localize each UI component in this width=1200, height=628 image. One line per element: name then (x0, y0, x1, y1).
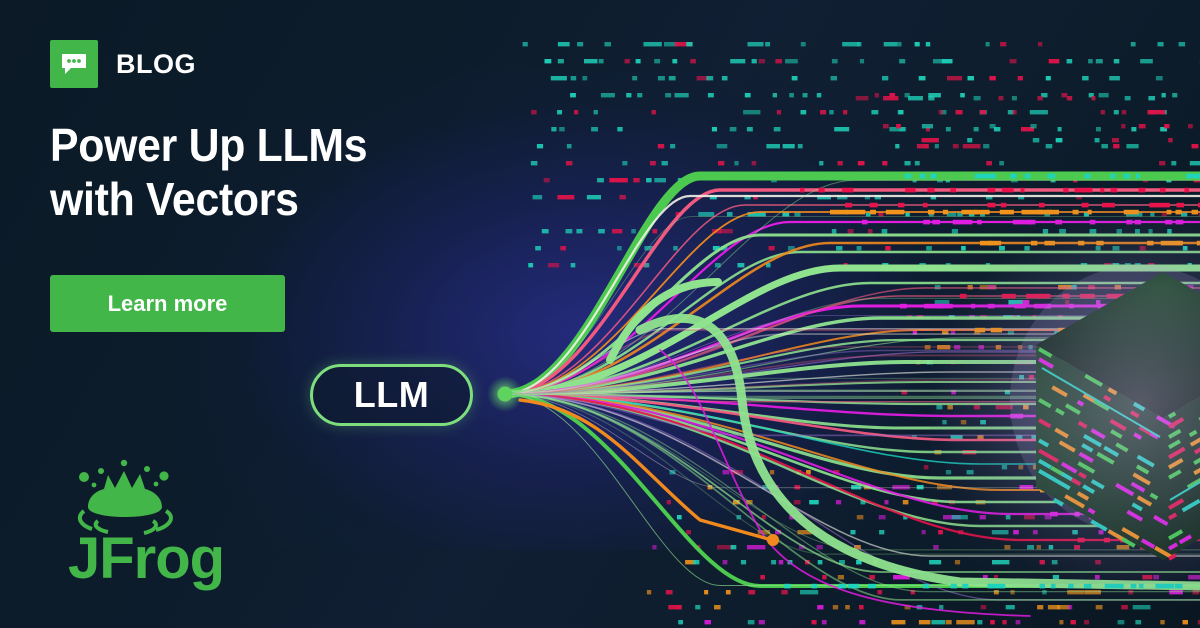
content-column: BLOG Power Up LLMs with Vectors Learn mo… (50, 0, 490, 628)
jfrog-wordmark: JFrog (68, 526, 225, 591)
title-line-2: with Vectors (50, 173, 299, 226)
page-title: Power Up LLMs with Vectors (50, 118, 441, 227)
title-line-1: Power Up LLMs (50, 119, 368, 171)
llm-node-pill[interactable]: LLM (310, 364, 473, 426)
learn-more-button[interactable]: Learn more (50, 275, 285, 332)
fiber-curves (500, 171, 1200, 617)
jfrog-logo[interactable]: JFrog (58, 455, 228, 591)
isometric-data-cube (1010, 265, 1200, 561)
blog-badge-label: BLOG (116, 48, 196, 79)
orange-terminus-dot (767, 534, 779, 546)
llm-node-label: LLM (353, 374, 430, 415)
frog-splash-crown-icon (77, 459, 173, 535)
speech-bubble-icon (50, 40, 98, 88)
blog-badge[interactable]: BLOG (50, 40, 196, 88)
origin-node-dot (497, 386, 513, 402)
